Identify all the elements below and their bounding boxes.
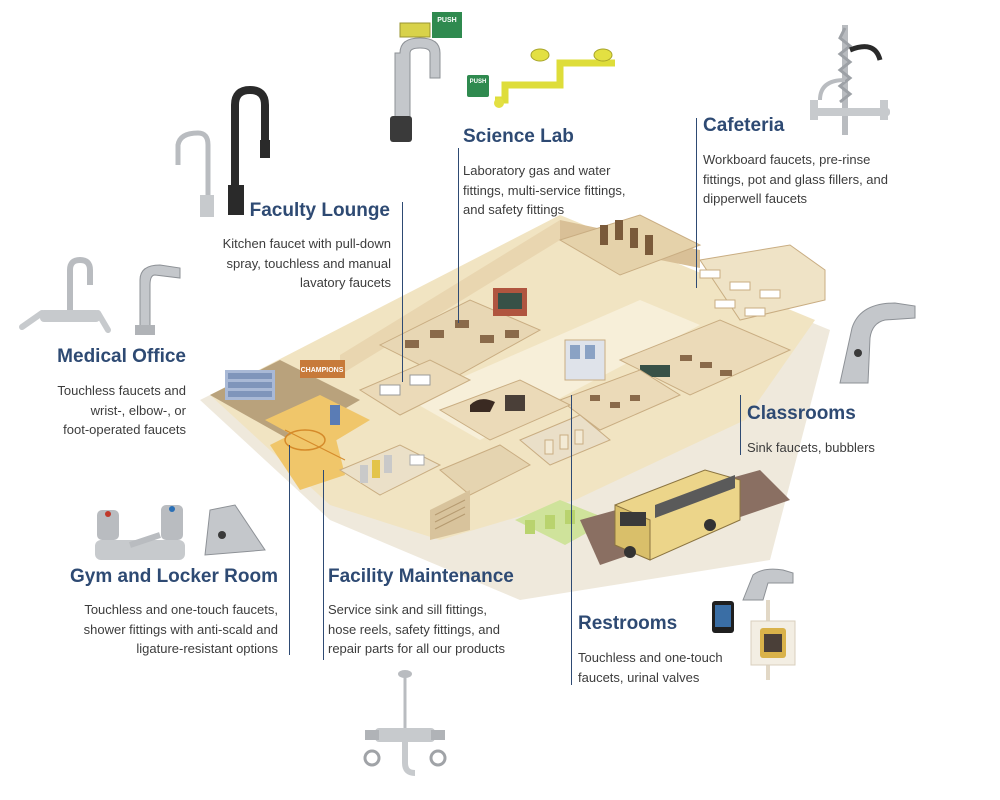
urinal-valve-control-icon xyxy=(750,620,796,666)
classrooms-description: Sink faucets, bubblers xyxy=(747,440,875,455)
eyewash-faucet-icon: PUSH xyxy=(390,12,462,142)
cafeteria-pointer-line xyxy=(696,118,697,288)
gym-banner-text: CHAMPIONS xyxy=(301,367,344,374)
wrist-blade-faucet-icon xyxy=(19,256,111,333)
classroom-rooms xyxy=(558,319,792,431)
svg-text:PUSH: PUSH xyxy=(470,79,487,85)
restrooms-title: Restrooms xyxy=(578,613,678,634)
science-lab-title: Science Lab xyxy=(463,126,574,147)
classrooms-title: Classrooms xyxy=(747,403,856,424)
restrooms-pointer-line xyxy=(571,395,572,685)
faculty-lounge-title: Faculty Lounge xyxy=(249,200,390,221)
garden-plaza xyxy=(515,500,610,545)
pre-rinse-faucet-icon xyxy=(810,25,890,135)
sensor-faucet-icon xyxy=(839,302,916,384)
restrooms-description: Touchless and one-touch faucets, urinal … xyxy=(578,650,723,685)
upper-rooms xyxy=(558,214,702,276)
classrooms-pointer-line xyxy=(740,395,741,455)
gym-pointer-line xyxy=(289,445,290,655)
restroom-area xyxy=(519,414,611,466)
kitchen-faucet-icon xyxy=(175,85,270,217)
science-lab-pointer-line xyxy=(458,148,459,323)
medical-office-title: Medical Office xyxy=(57,346,186,367)
deck-sensor-faucet-icon xyxy=(204,504,266,556)
facility-maintenance-description: Service sink and sill fittings, hose ree… xyxy=(328,602,506,656)
maintenance-room xyxy=(430,444,531,540)
push-sign-text: PUSH xyxy=(437,17,456,24)
gymnasium: CHAMPIONS xyxy=(210,360,370,490)
service-sink-faucet-icon xyxy=(363,670,447,776)
safety-eyewash-station-icon: PUSH xyxy=(467,48,615,108)
two-handle-faucet-icon xyxy=(95,505,185,560)
faculty-lounge-room xyxy=(358,359,472,416)
science-lab-description: Laboratory gas and water fittings, multi… xyxy=(463,163,626,217)
gym-locker-room-title: Gym and Locker Room xyxy=(70,566,278,587)
cafeteria-title: Cafeteria xyxy=(703,115,785,136)
touchless-faucet-icon xyxy=(135,264,181,335)
cafeteria-description: Workboard faucets, pre-rinse fittings, p… xyxy=(703,152,888,206)
locker-room xyxy=(338,444,442,496)
cafeteria-tables xyxy=(699,269,781,317)
faculty-lounge-pointer-line xyxy=(402,202,403,382)
facility-maintenance-pointer-line xyxy=(323,470,324,660)
facility-maintenance-title: Facility Maintenance xyxy=(328,566,514,587)
school-bus xyxy=(614,469,741,561)
music-room xyxy=(438,379,572,441)
faculty-lounge-description: Kitchen faucet with pull-down spray, tou… xyxy=(222,236,391,290)
smartphone-icon xyxy=(712,601,734,633)
science-lab-room xyxy=(378,288,542,381)
medical-office-description: Touchless faucets and wrist-, elbow-, or… xyxy=(57,383,186,437)
gym-locker-room-description: Touchless and one-touch faucets, shower … xyxy=(83,602,278,656)
back-wall-left xyxy=(340,220,560,375)
